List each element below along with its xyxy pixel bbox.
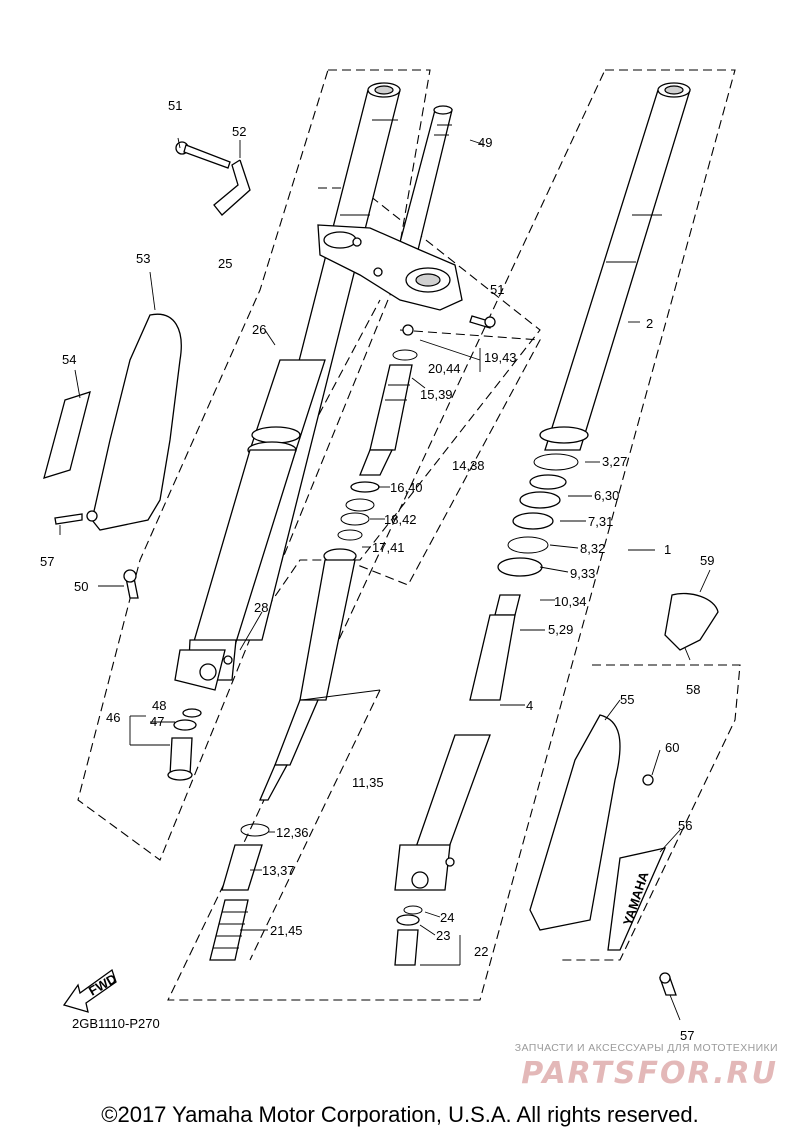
callout-60: 60 xyxy=(665,740,679,755)
callout-50: 50 xyxy=(74,579,88,594)
callout-28: 28 xyxy=(254,600,268,615)
callout-53: 53 xyxy=(136,251,150,266)
callout-25: 25 xyxy=(218,256,232,271)
callout-7-31: 7,31 xyxy=(588,514,613,529)
callouts: 2 3,27 6,30 7,31 8,32 1 9,33 10,34 5,29 … xyxy=(40,98,714,1043)
callout-20-44: 20,44 xyxy=(428,361,461,376)
copyright-notice: ©2017 Yamaha Motor Corporation, U.S.A. A… xyxy=(101,1102,699,1127)
right-fork-tube xyxy=(394,82,691,996)
callout-54: 54 xyxy=(62,352,76,367)
callout-1: 1 xyxy=(664,542,671,557)
callout-19-43: 19,43 xyxy=(484,350,517,365)
callout-16-40: 16,40 xyxy=(390,480,423,495)
triple-clamp xyxy=(175,105,496,329)
callout-17-41: 17,41 xyxy=(372,540,405,555)
watermark: ЗАПЧАСТИ И АКСЕССУАРЫ ДЛЯ МОТОТЕХНИКИ PA… xyxy=(488,1042,778,1091)
right-fork-guard: YAMAHA xyxy=(529,592,719,951)
forward-direction-arrow: FWD xyxy=(62,968,119,1013)
callout-48: 48 xyxy=(152,698,166,713)
callout-23: 23 xyxy=(436,928,450,943)
callout-14-38: 14,38 xyxy=(452,458,485,473)
center-cartridge xyxy=(209,324,418,961)
left-fork-tube xyxy=(174,82,401,691)
axle-holder-parts xyxy=(123,569,202,781)
leader-lines xyxy=(59,137,711,1021)
callout-51-top: 51 xyxy=(168,98,182,113)
callout-55: 55 xyxy=(620,692,634,707)
callout-15-39: 15,39 xyxy=(420,387,453,402)
watermark-tagline: ЗАПЧАСТИ И АКСЕССУАРЫ ДЛЯ МОТОТЕХНИКИ xyxy=(514,1042,778,1054)
callout-46: 46 xyxy=(106,710,120,725)
callout-3-27: 3,27 xyxy=(602,454,627,469)
callout-58: 58 xyxy=(686,682,700,697)
callout-49: 49 xyxy=(478,135,492,150)
callout-4: 4 xyxy=(526,698,533,713)
callout-57-left: 57 xyxy=(40,554,54,569)
callout-9-33: 9,33 xyxy=(570,566,595,581)
callout-12-36: 12,36 xyxy=(276,825,309,840)
callout-47: 47 xyxy=(150,714,164,729)
callout-51-clamp: 51 xyxy=(490,282,504,297)
callout-10-34: 10,34 xyxy=(554,594,587,609)
callout-2: 2 xyxy=(646,316,653,331)
callout-6-30: 6,30 xyxy=(594,488,619,503)
callout-13-37: 13,37 xyxy=(262,863,295,878)
left-fork-guard xyxy=(43,313,182,531)
callout-26: 26 xyxy=(252,322,266,337)
callout-5-29: 5,29 xyxy=(548,622,573,637)
callout-18-42: 18,42 xyxy=(384,512,417,527)
callout-24: 24 xyxy=(440,910,454,925)
callout-52: 52 xyxy=(232,124,246,139)
callout-56: 56 xyxy=(678,818,692,833)
diagram-code: 2GB1110-P270 xyxy=(72,1016,160,1031)
watermark-site: PARTSFOR.RU xyxy=(521,1056,778,1091)
callout-22: 22 xyxy=(474,944,488,959)
callout-59: 59 xyxy=(700,553,714,568)
callout-11-35: 11,35 xyxy=(352,775,384,790)
callout-8-32: 8,32 xyxy=(580,541,605,556)
callout-21-45: 21,45 xyxy=(270,923,303,938)
callout-57-right: 57 xyxy=(680,1028,694,1043)
